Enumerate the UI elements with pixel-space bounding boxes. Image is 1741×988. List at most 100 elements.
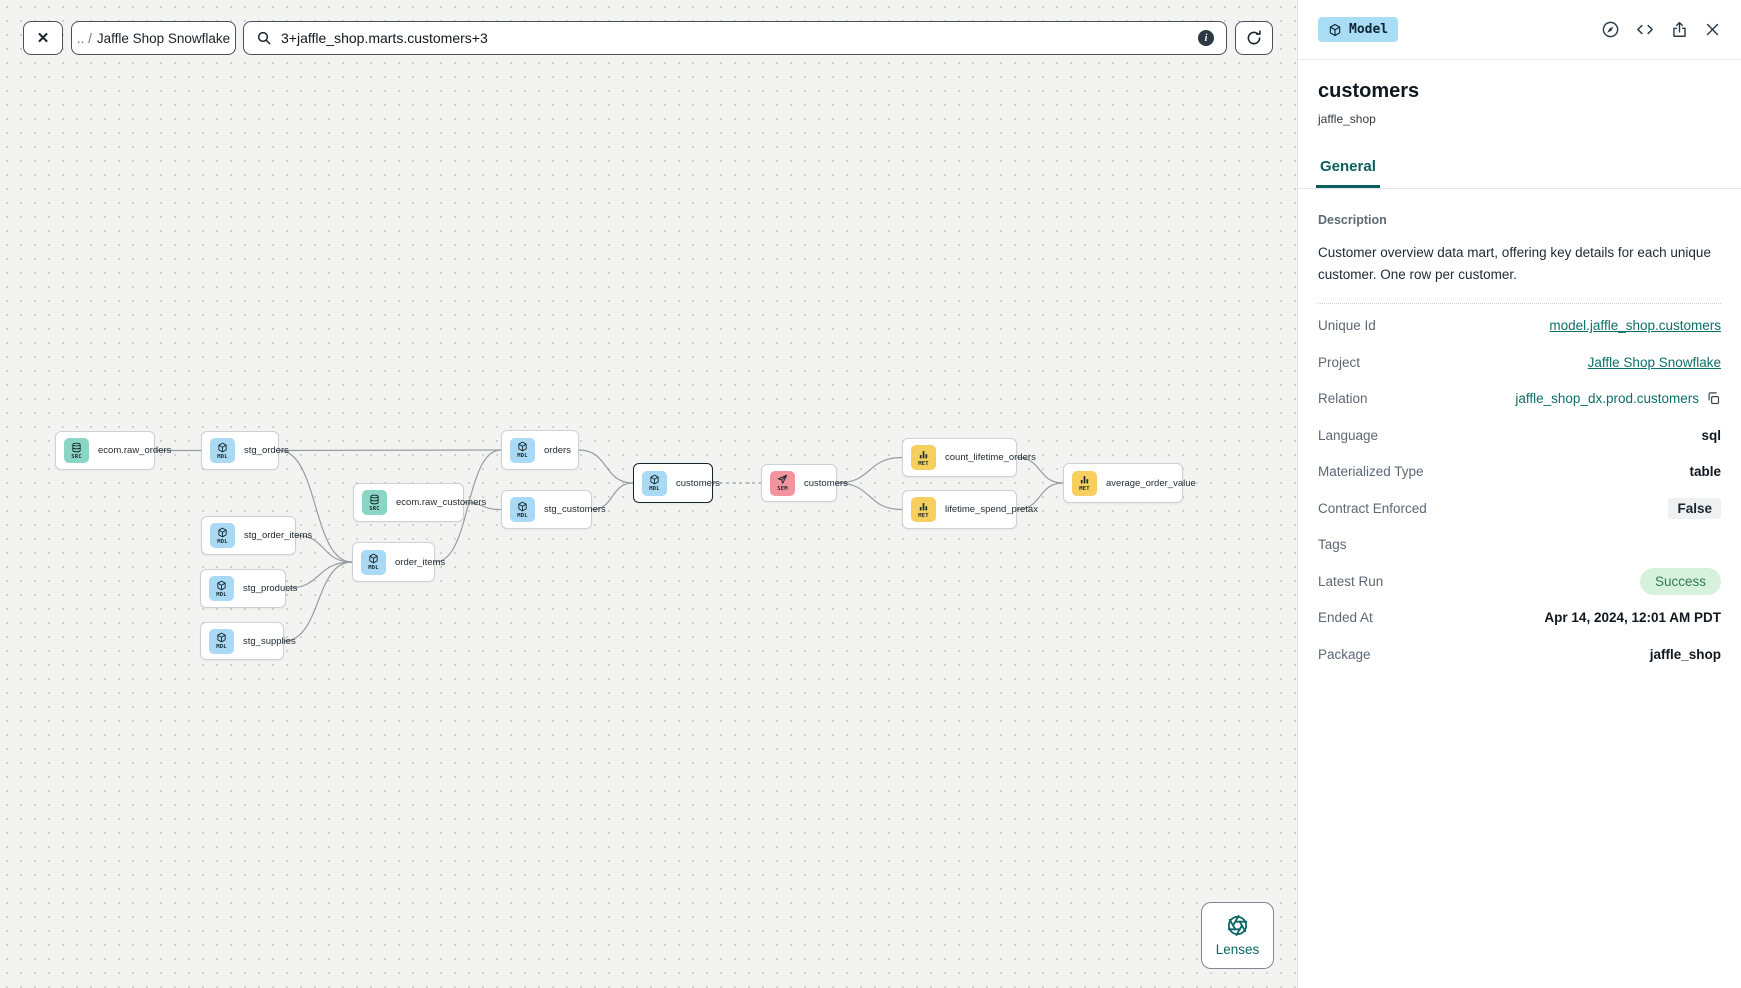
tab-general[interactable]: General (1316, 158, 1380, 188)
aperture-icon (1227, 915, 1248, 936)
node-label: average_order_value (1106, 477, 1196, 489)
row-value: Apr 14, 2024, 12:01 AM PDT (1544, 610, 1721, 626)
row-value: Success (1639, 567, 1721, 595)
lineage-edges (155, 449, 1064, 642)
node-label: customers (804, 477, 848, 489)
share-icon (1673, 21, 1686, 37)
node-label: orders (544, 444, 571, 456)
description-label: Description (1318, 213, 1387, 227)
package-subtitle: jaffle_shop (1318, 112, 1376, 126)
node-label: stg_order_items (244, 530, 313, 541)
bar-chart-icon: MET (911, 497, 936, 522)
value-badge: False (1668, 497, 1721, 519)
breadcrumb[interactable]: .. / Jaffle Shop Snowflake (71, 21, 236, 55)
node-label: ecom.raw_customers (396, 497, 487, 508)
row-value[interactable]: Jaffle Shop Snowflake (1587, 354, 1721, 370)
search-icon (257, 31, 271, 45)
node-label: stg_orders (244, 445, 289, 456)
row-label: Contract Enforced (1318, 500, 1427, 516)
node-label: lifetime_spend_pretax (945, 504, 1038, 515)
detail-row-latest-run: Latest Run Success (1318, 563, 1721, 600)
cube-icon (1329, 23, 1341, 36)
graph-node-stg_orders[interactable]: MDL stg_orders (201, 431, 289, 470)
graph-node-orders[interactable]: MDL orders (501, 430, 579, 470)
row-label: Unique Id (1318, 318, 1376, 334)
compass-icon (1602, 21, 1619, 38)
graph-node-customers_sem[interactable]: SEM customers (761, 464, 848, 502)
cube-icon: MDL (510, 497, 535, 522)
description-text: Customer overview data mart, offering ke… (1318, 245, 1711, 282)
row-value[interactable]: model.jaffle_shop.customers (1549, 318, 1721, 334)
refresh-button[interactable] (1235, 21, 1273, 55)
graph-node-order_items[interactable]: MDL order_items (352, 542, 445, 582)
panel-tabs: General (1298, 158, 1741, 189)
row-value: sql (1701, 427, 1721, 443)
panel-header: Model (1298, 0, 1741, 60)
code-icon (1637, 24, 1653, 35)
copy-relation-button[interactable] (1706, 391, 1721, 406)
cube-icon: MDL (209, 628, 234, 654)
close-panel-button[interactable] (1704, 21, 1721, 38)
graph-node-average_order_value[interactable]: MET average_order_value (1063, 463, 1196, 503)
row-value: False (1668, 497, 1721, 519)
node-label: count_lifetime_orders (945, 452, 1036, 463)
copy-icon (1708, 392, 1720, 405)
graph-node-ecom.raw_orders[interactable]: SRC ecom.raw_orders (55, 431, 171, 470)
divider (1318, 302, 1721, 304)
database-icon: SRC (64, 438, 89, 463)
paper-plane-icon: SEM (770, 470, 795, 496)
graph-node-stg_supplies[interactable]: MDL stg_supplies (200, 622, 296, 660)
view-code-button[interactable] (1635, 20, 1655, 39)
open-in-explorer-button[interactable] (1601, 20, 1620, 39)
row-value: table (1689, 464, 1721, 480)
breadcrumb-prefix: .. / (76, 30, 92, 46)
details-panel: Model (1297, 0, 1741, 988)
lineage-search[interactable]: i (243, 21, 1227, 55)
refresh-icon (1247, 30, 1261, 45)
graph-node-stg_products[interactable]: MDL stg_products (200, 569, 297, 608)
node-label: stg_products (243, 583, 298, 594)
detail-row-unique-id: Unique Id model.jaffle_shop.customers (1318, 308, 1721, 345)
info-icon[interactable]: i (1198, 30, 1214, 46)
detail-row-tags: Tags (1318, 527, 1721, 564)
row-value: jaffle_shop (1649, 646, 1721, 662)
node-label: ecom.raw_orders (98, 445, 172, 456)
search-input[interactable] (281, 30, 1189, 46)
cube-icon: MDL (210, 438, 235, 463)
node-label: stg_supplies (243, 635, 296, 647)
row-label: Materialized Type (1318, 464, 1424, 480)
close-lineage-button[interactable]: ✕ (23, 21, 63, 55)
status-badge: Success (1639, 567, 1721, 595)
panel-content: Description Customer overview data mart,… (1298, 189, 1741, 673)
node-label: order_items (395, 556, 446, 568)
bar-chart-icon: MET (1072, 470, 1097, 496)
cube-icon: MDL (361, 549, 386, 575)
share-button[interactable] (1670, 20, 1689, 39)
row-label: Relation (1318, 391, 1368, 407)
row-label: Language (1318, 427, 1379, 443)
lenses-button[interactable]: Lenses (1201, 902, 1274, 969)
database-icon: SRC (362, 490, 387, 515)
cube-icon: MDL (642, 470, 667, 496)
row-label: Tags (1318, 537, 1347, 553)
detail-row-language: Language sql (1318, 417, 1721, 454)
breadcrumb-project: Jaffle Shop Snowflake (96, 30, 231, 46)
detail-row-materialized-type: Materialized Type table (1318, 454, 1721, 491)
graph-node-ecom.raw_customers[interactable]: SRC ecom.raw_customers (353, 483, 486, 522)
row-label: Latest Run (1318, 573, 1384, 589)
cube-icon: MDL (510, 437, 535, 463)
graph-node-stg_order_items[interactable]: MDL stg_order_items (201, 516, 312, 555)
graph-node-lifetime_spend_pretax[interactable]: MET lifetime_spend_pretax (902, 490, 1038, 529)
cube-icon: MDL (209, 576, 234, 601)
row-value: jaffle_shop_dx.prod.customers (1515, 391, 1721, 406)
page-title: customers (1318, 80, 1420, 102)
cube-icon: MDL (210, 523, 235, 548)
